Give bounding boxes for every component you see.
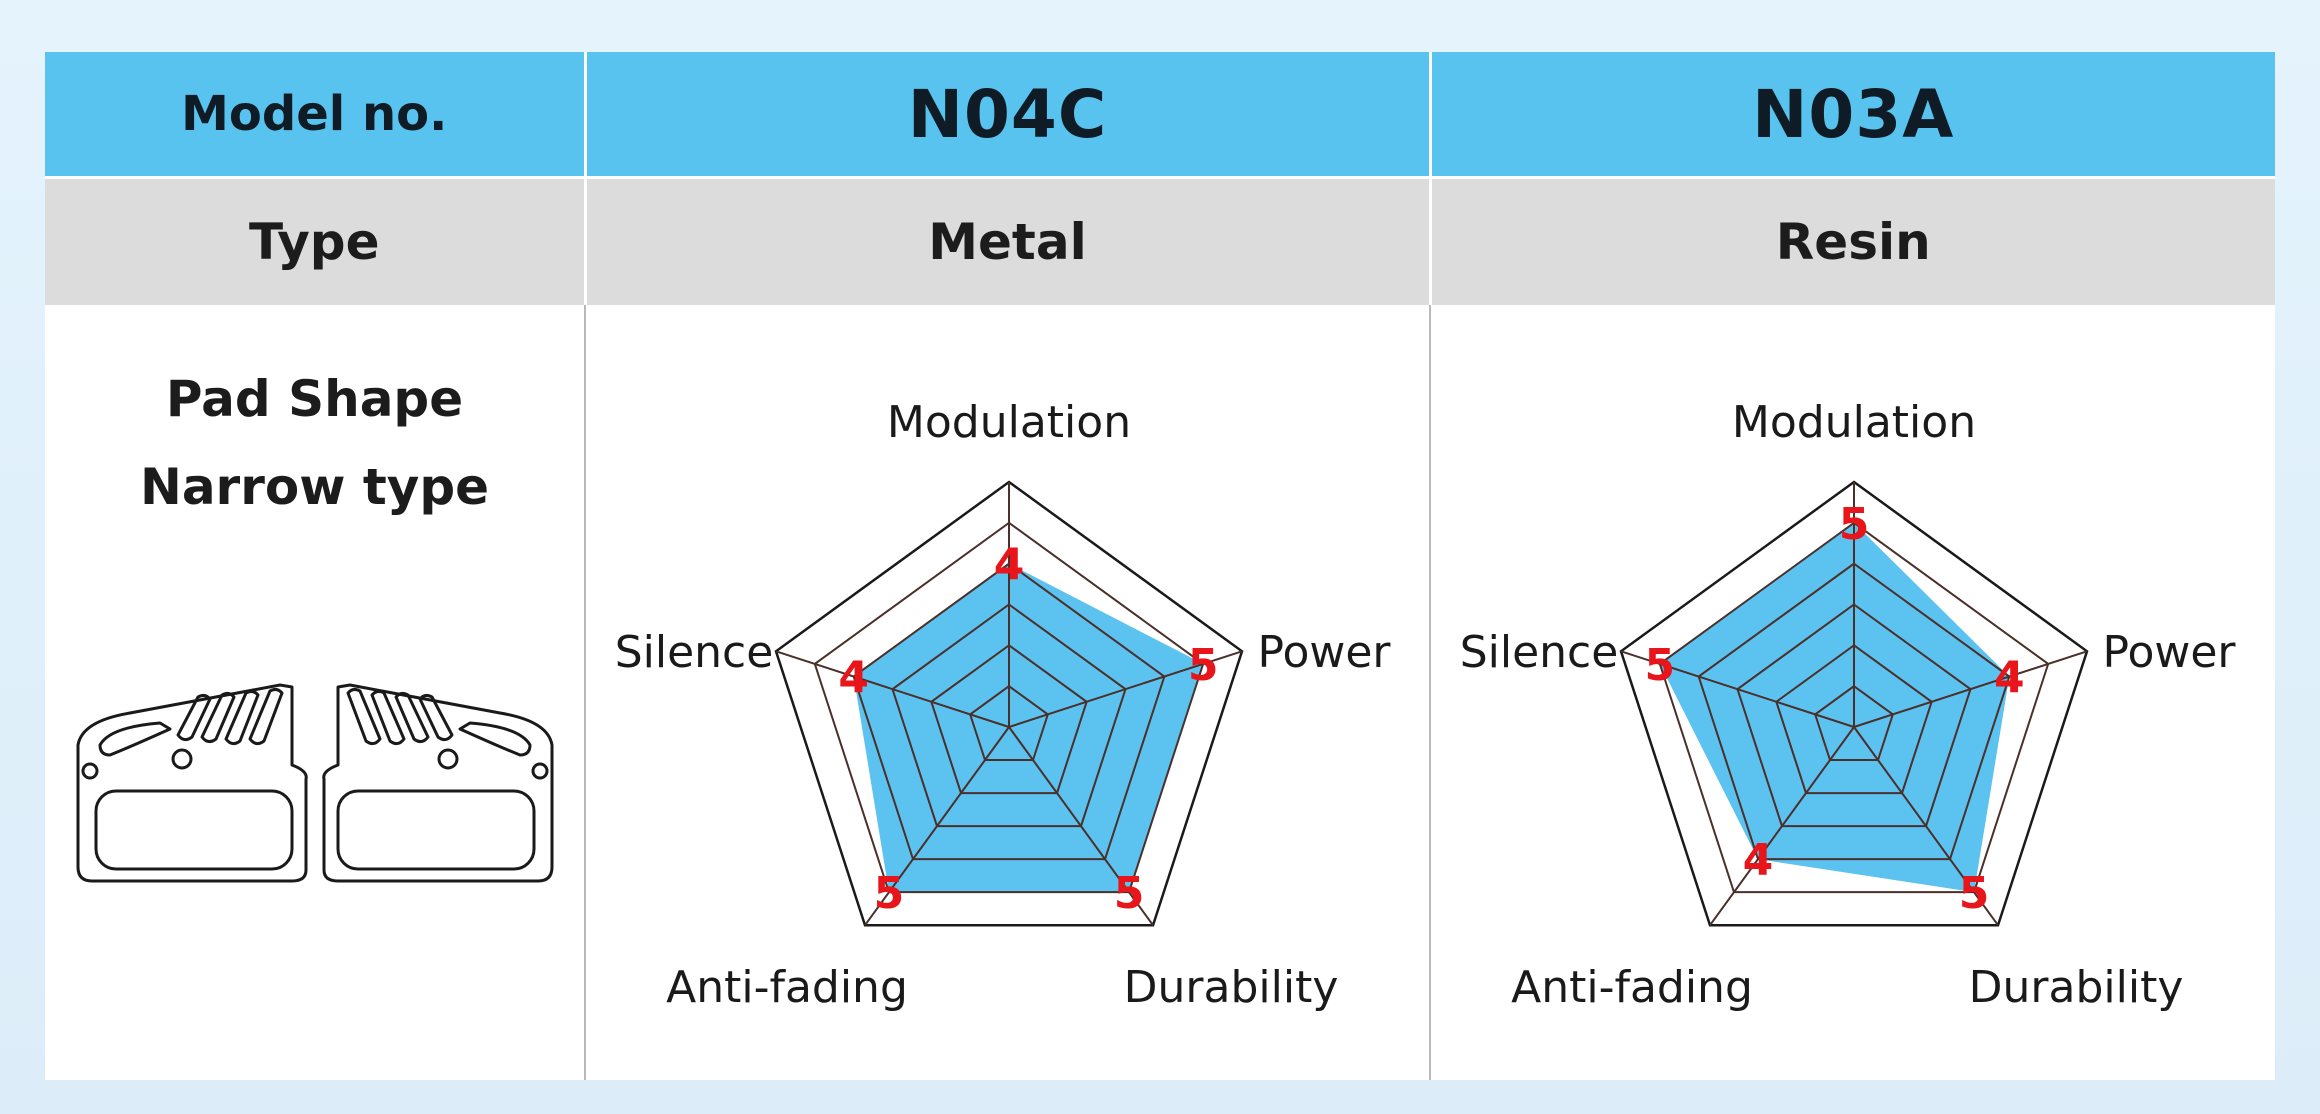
radar-data-area xyxy=(853,563,1204,893)
axis-label-durability: Durability xyxy=(1969,962,2184,1013)
brake-pad-comparison-table: Model no. N04C N03A Type Metal Resin Pad… xyxy=(45,52,2275,1080)
value-label-silence: 5 xyxy=(1645,640,1676,691)
radar-grid-ring xyxy=(813,521,1205,894)
chart-row: Pad Shape Narrow type xyxy=(45,305,2275,1080)
axis-label-durability: Durability xyxy=(1124,962,1339,1013)
radar-data-area xyxy=(1659,522,2010,893)
radar-spoke xyxy=(864,726,1010,926)
radar-grid-ring xyxy=(1697,562,2011,861)
axis-label-modulation: Modulation xyxy=(1732,397,1976,448)
radar-spoke xyxy=(1853,650,2088,728)
value-label-anti-fading: 5 xyxy=(874,868,905,919)
model-no-label: Model no. xyxy=(45,52,585,178)
model-row: Model no. N04C N03A xyxy=(45,52,2275,178)
pad-shape-cell: Pad Shape Narrow type xyxy=(45,305,585,1080)
radar-outer-ring xyxy=(1619,480,2089,927)
type-label: Type xyxy=(45,176,585,305)
radar-grid-ring xyxy=(1775,644,1933,795)
radar-grid-ring xyxy=(1736,603,1972,828)
type-row: Type Metal Resin xyxy=(45,176,2275,305)
radar-grid-ring xyxy=(891,603,1127,828)
type-n04c: Metal xyxy=(583,176,1430,305)
pad-shape-title: Pad Shape Narrow type xyxy=(45,355,584,531)
radar-grid-ring xyxy=(1813,684,1895,762)
axis-label-power: Power xyxy=(1257,627,1391,678)
value-label-durability: 5 xyxy=(1114,868,1145,919)
radar-spoke xyxy=(1008,650,1243,728)
radar-grid-ring xyxy=(852,562,1166,861)
model-n04c: N04C xyxy=(583,52,1430,178)
radar-spoke xyxy=(1709,726,1855,926)
value-label-power: 4 xyxy=(1994,653,2025,704)
radar-spoke xyxy=(1853,726,1999,926)
value-label-modulation: 4 xyxy=(994,540,1025,591)
axis-label-modulation: Modulation xyxy=(887,397,1131,448)
radar-outer-ring xyxy=(774,480,1244,927)
radar-grid-ring xyxy=(930,644,1088,795)
axis-label-anti-fading: Anti-fading xyxy=(1511,962,1753,1013)
value-label-durability: 5 xyxy=(1959,868,1990,919)
axis-label-silence: Silence xyxy=(1460,627,1619,678)
value-label-power: 5 xyxy=(1188,640,1219,691)
type-n03a: Resin xyxy=(1428,176,2275,305)
brake-pad-pair-icon xyxy=(76,683,554,883)
model-n03a: N03A xyxy=(1428,52,2275,178)
axis-label-power: Power xyxy=(2102,627,2236,678)
value-label-anti-fading: 4 xyxy=(1743,835,1774,886)
value-label-modulation: 5 xyxy=(1839,499,1870,550)
axis-label-anti-fading: Anti-fading xyxy=(666,962,908,1013)
axis-label-silence: Silence xyxy=(615,627,774,678)
radar-spoke xyxy=(1008,726,1154,926)
radar-spoke xyxy=(775,650,1010,728)
value-label-silence: 4 xyxy=(838,653,869,704)
radar-spoke xyxy=(1620,650,1855,728)
pad-shape-line-1: Pad Shape xyxy=(165,370,464,428)
radar-grid-ring xyxy=(1658,521,2050,894)
radar-grid-ring xyxy=(968,684,1050,762)
pad-shape-line-2: Narrow type xyxy=(139,458,490,516)
